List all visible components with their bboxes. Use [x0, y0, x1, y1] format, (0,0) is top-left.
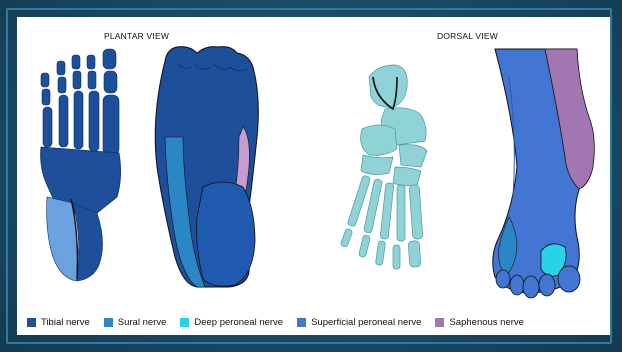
foot-nerve-illustrations — [17, 17, 610, 312]
superficial-peroneal-swatch — [297, 318, 306, 327]
plantar-foot — [155, 47, 258, 287]
legend-item-superficial-peroneal: Superficial peroneal nerve — [297, 317, 421, 328]
legend-label: Deep peroneal nerve — [194, 317, 283, 328]
legend-item-deep-peroneal: Deep peroneal nerve — [180, 317, 283, 328]
saphenous-swatch — [435, 318, 444, 327]
dorsal-skeleton — [340, 65, 427, 269]
deep-peroneal-swatch — [180, 318, 189, 327]
legend-item-saphenous: Saphenous nerve — [435, 317, 523, 328]
legend-label: Tibial nerve — [41, 317, 90, 328]
legend-label: Superficial peroneal nerve — [311, 317, 421, 328]
plantar-skeleton — [41, 49, 121, 281]
legend-item-sural: Sural nerve — [104, 317, 167, 328]
nerve-legend: Tibial nerve Sural nerve Deep peroneal n… — [27, 315, 607, 329]
legend-label: Sural nerve — [118, 317, 167, 328]
sural-swatch — [104, 318, 113, 327]
legend-item-tibial: Tibial nerve — [27, 317, 90, 328]
legend-label: Saphenous nerve — [449, 317, 523, 328]
tibial-swatch — [27, 318, 36, 327]
diagram-panel: PLANTAR VIEW DORSAL VIEW — [17, 17, 610, 335]
dorsal-foot — [493, 49, 595, 298]
